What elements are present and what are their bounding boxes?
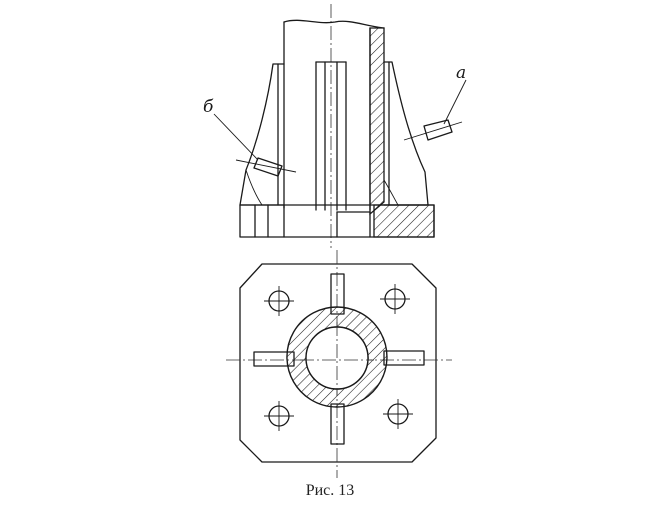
base-plate-section [373,204,435,238]
bolt-hole-br [383,399,413,429]
rib-right [383,350,425,366]
pipe-wall-section [369,27,385,216]
base-plate-outline [239,263,437,463]
label-b: б [203,97,214,117]
bolt-hole-tr [380,284,410,314]
label-a: a [456,63,466,83]
right-gusset-fillet [383,179,399,206]
section-a-mark [403,79,467,141]
pipe-top-break [283,19,385,29]
bolt-hole-bl [264,401,294,431]
section-b-mark [213,113,297,177]
right-gusset [383,61,429,206]
front-view: б a [203,4,467,248]
rib-bottom [330,403,345,445]
figure-caption: Рис. 13 [305,482,355,499]
left-gusset-fillet [245,169,263,206]
plan-view [226,250,452,478]
bolt-hole-tl [264,286,294,316]
